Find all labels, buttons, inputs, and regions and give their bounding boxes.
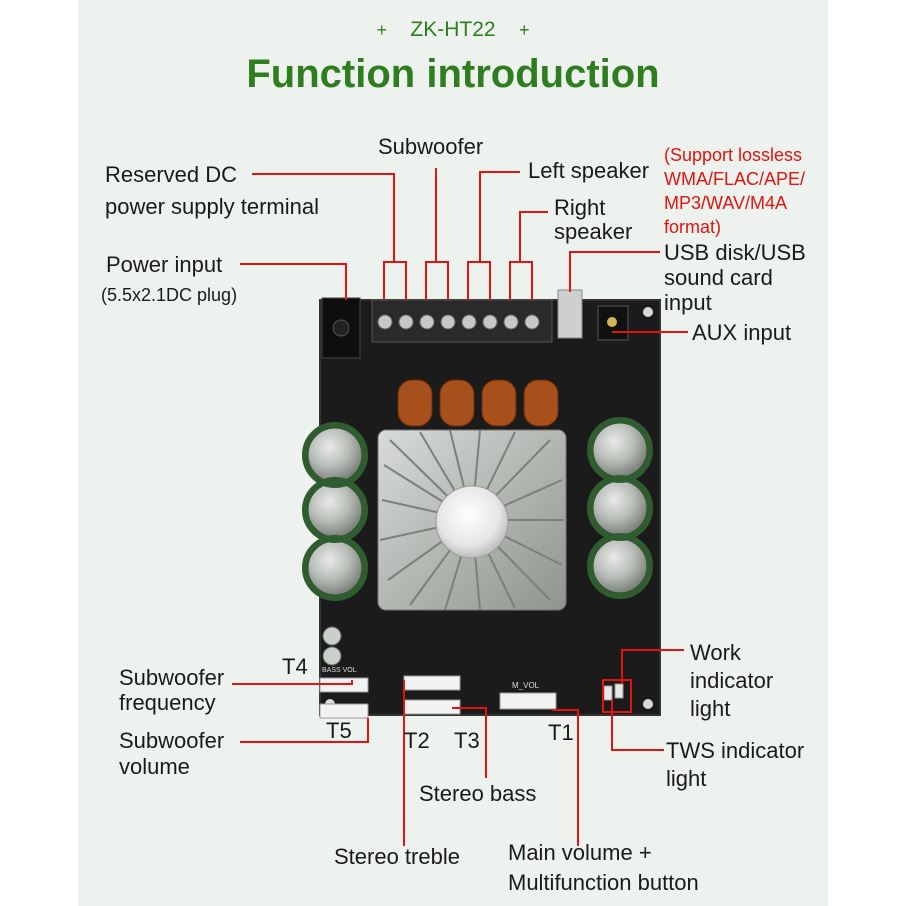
subwoofer-frequency-label-2: frequency <box>119 690 216 715</box>
power-input-label: Power input <box>106 252 223 277</box>
leader-lines <box>232 168 688 846</box>
right-speaker-label-2: speaker <box>554 219 633 244</box>
reserved-dc-label-2: power supply terminal <box>105 194 319 219</box>
dc-jack <box>321 297 361 359</box>
reserved-dc-label-1: Reserved DC <box>105 162 238 187</box>
mount-hole-br <box>643 699 653 709</box>
stereo-treble-label: Stereo treble <box>334 844 460 869</box>
fan-hub <box>435 485 509 559</box>
plus-right-icon: + <box>518 20 530 40</box>
silk-m-vol: M_VOL <box>512 681 540 690</box>
main-volume-label-2: Multifunction button <box>508 870 699 895</box>
t1-label: T1 <box>548 720 574 745</box>
model-header: + ZK-HT22 + <box>0 18 906 42</box>
terminal-screws <box>377 314 540 330</box>
format-support-line-4: format) <box>664 217 722 237</box>
bottom-connectors <box>319 675 557 719</box>
usb-label-2: sound card <box>664 265 773 290</box>
work-indicator-label-1: Work <box>690 640 741 665</box>
t4-label: T4 <box>282 654 308 679</box>
main-volume-label-1: Main volume + <box>508 840 652 865</box>
subwoofer-output-label: Subwoofer <box>378 134 484 159</box>
left-speaker-label: Left speaker <box>528 158 650 183</box>
t2-label: T2 <box>404 728 430 753</box>
usb-label-1: USB disk/USB <box>664 240 806 265</box>
model-name: ZK-HT22 <box>410 18 496 41</box>
subwoofer-volume-label-1: Subwoofer <box>119 728 225 753</box>
usb-port <box>557 289 583 339</box>
right-speaker-label-1: Right <box>554 195 606 220</box>
tws-indicator-label-2: light <box>666 766 707 791</box>
page-title: Function introduction <box>246 52 660 96</box>
tws-led <box>603 685 613 701</box>
small-capacitors <box>322 626 342 666</box>
subwoofer-frequency-label-1: Subwoofer <box>119 665 225 690</box>
tws-indicator-label-1: TWS indicator <box>666 738 805 763</box>
aux-input-label: AUX input <box>692 320 792 345</box>
capacitors <box>305 420 650 598</box>
work-led <box>614 683 624 699</box>
inductors <box>397 379 559 427</box>
subwoofer-volume-label-2: volume <box>119 754 190 779</box>
usb-label-3: input <box>664 290 712 315</box>
format-support-line-1: (Support lossless <box>664 145 803 165</box>
silk-bass-vol: BASS VOL <box>322 667 357 674</box>
work-indicator-label-2: indicator <box>690 668 774 693</box>
format-support-line-3: MP3/WAV/M4A <box>664 193 788 213</box>
format-support-line-2: WMA/FLAC/APE/ <box>664 169 806 189</box>
power-plug-label: (5.5x2.1DC plug) <box>101 285 238 305</box>
stereo-bass-label: Stereo bass <box>419 781 537 806</box>
t5-label: T5 <box>326 718 352 743</box>
t3-label: T3 <box>454 728 480 753</box>
plus-left-icon: + <box>376 20 388 40</box>
mount-hole-tr <box>643 307 653 317</box>
work-indicator-label-3: light <box>690 696 731 721</box>
